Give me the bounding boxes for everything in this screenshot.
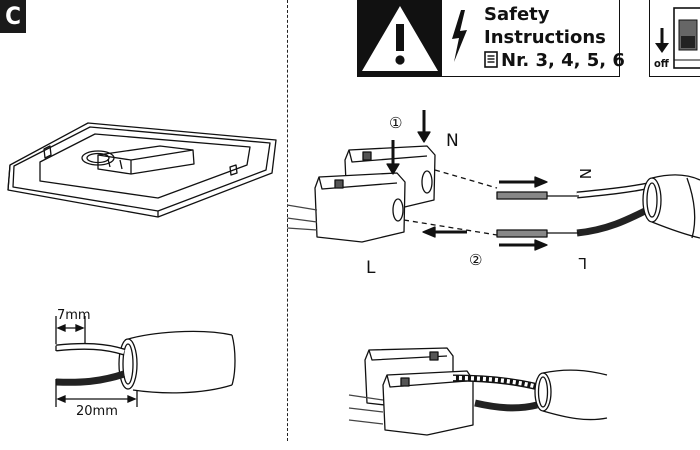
- outer-length-label: 20mm: [76, 404, 118, 419]
- manual-book-icon: [484, 51, 498, 68]
- safety-reference-text: Nr. 3, 4, 5, 6: [501, 50, 625, 71]
- step2-marker: ②: [469, 251, 482, 269]
- warning-triangle-icon: [358, 0, 442, 76]
- circuit-breaker-icon: [673, 7, 700, 69]
- safety-instructions-box: Safety Instructions Nr. 3, 4, 5, 6: [357, 0, 625, 77]
- connected-terminal-illustration: [348, 347, 608, 436]
- neutral-wire-label: N: [576, 168, 594, 179]
- panel-divider: [287, 0, 288, 441]
- live-terminal-label: L: [366, 258, 376, 278]
- safety-title-line1: Safety: [484, 4, 550, 25]
- safety-reference: Nr. 3, 4, 5, 6: [484, 49, 625, 72]
- arrow-down-icon: [655, 28, 669, 53]
- safety-text: Safety Instructions Nr. 3, 4, 5, 6: [484, 3, 625, 72]
- lamp-base-plate-illustration: [7, 122, 277, 218]
- step-badge: C: [0, 0, 26, 33]
- inner-length-label: 7mm: [57, 308, 91, 323]
- live-wire-label: L: [578, 254, 587, 272]
- wiring-terminal-illustration: ① N L ② N L: [287, 110, 700, 278]
- safety-title-line2: Instructions: [484, 27, 606, 48]
- off-label: off: [654, 57, 669, 70]
- breaker-off-box: off: [649, 0, 700, 77]
- step1-marker: ①: [389, 114, 402, 132]
- lightning-bolt-icon: [442, 0, 476, 76]
- cable-strip-illustration: 7mm 20mm: [55, 308, 236, 419]
- neutral-terminal-label: N: [446, 131, 459, 151]
